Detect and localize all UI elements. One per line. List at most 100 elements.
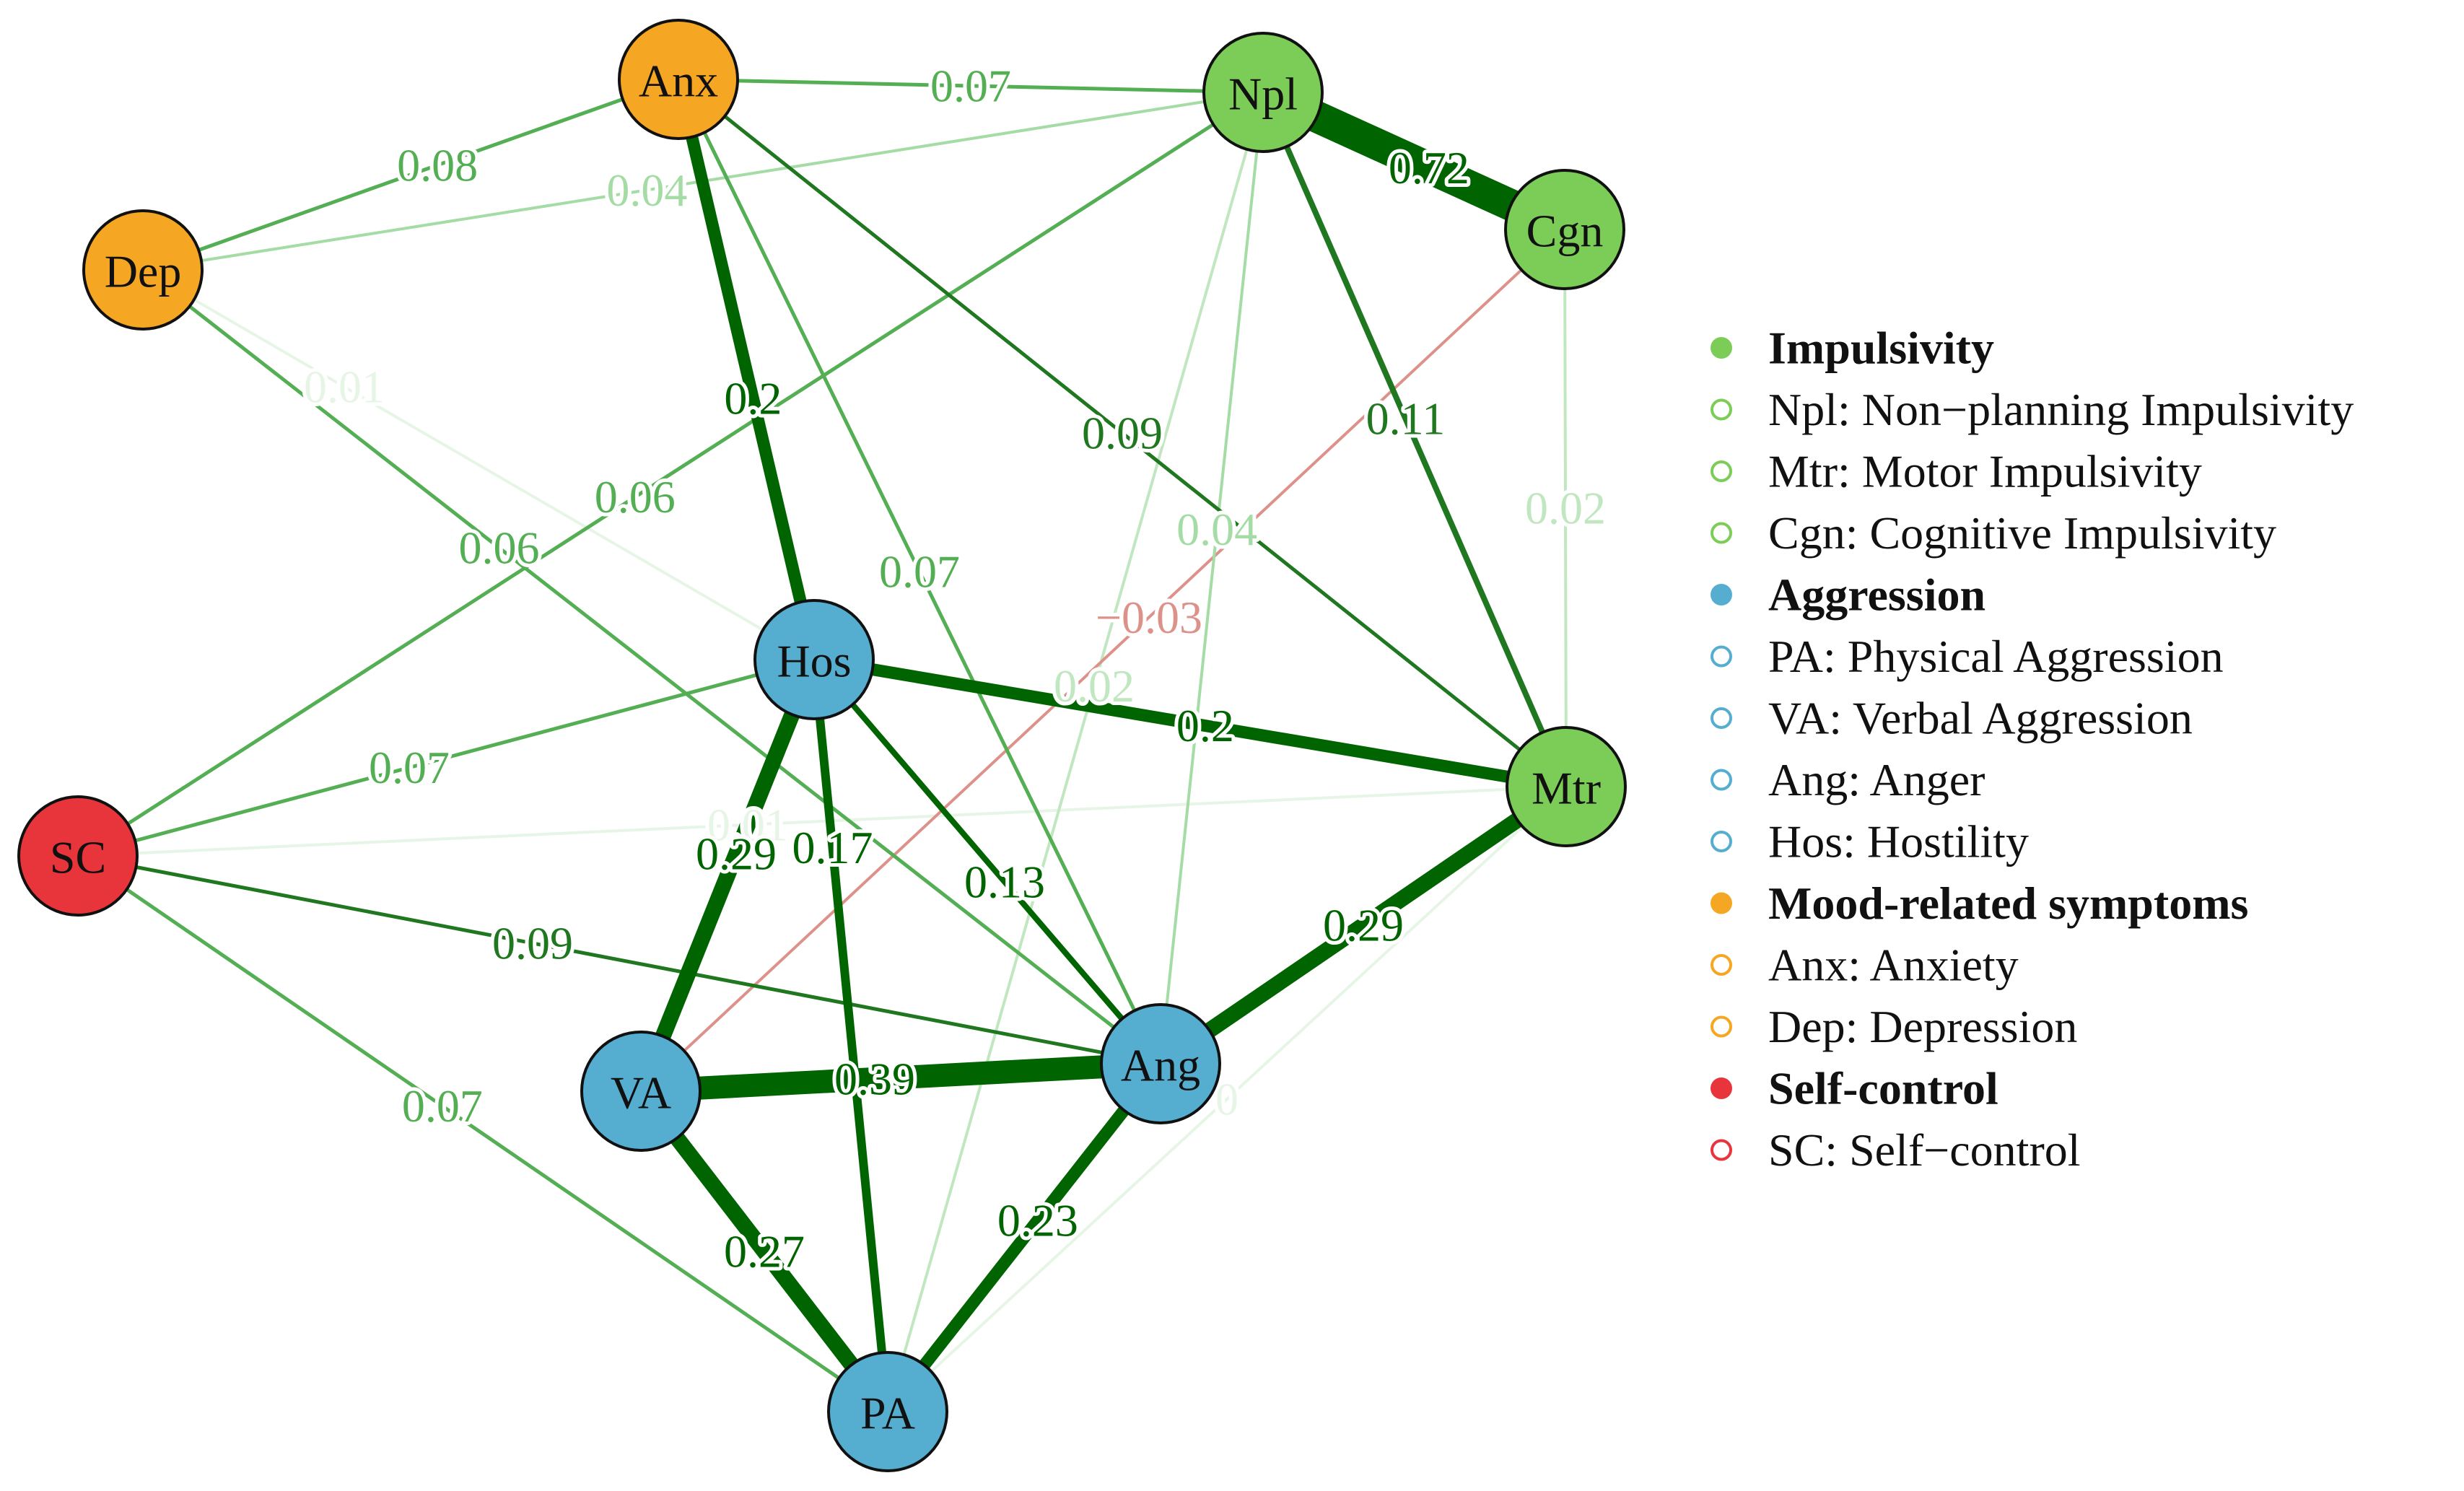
node-dep: Dep: [82, 209, 204, 331]
legend-hollow-dot: [1711, 645, 1732, 668]
legend-hollow-dot: [1711, 398, 1732, 421]
edge-weight-label: 0.07: [402, 1080, 483, 1132]
edge-ang-pa: [883, 1059, 1166, 1416]
edges-layer: 0 0.01 0.01 0.02 0.02 −0.03 0.04 0.04 0.06 0.06 0.…: [77, 57, 1609, 1417]
legend-label: Dep: Depression: [1768, 1001, 2077, 1052]
legend-label: Ang: Anger: [1768, 754, 1985, 805]
edge-weight-label: 0.08: [397, 139, 478, 191]
node-label: PA: [860, 1388, 915, 1439]
legend-hollow-dot: [1711, 460, 1732, 482]
node-circle: [827, 1351, 948, 1472]
edge-weight-label: 0.72: [1389, 142, 1469, 193]
node-ang: Ang: [1100, 1003, 1221, 1124]
edge-weight-label: 0.04: [606, 165, 687, 216]
edge-anx-npl: [678, 77, 1264, 95]
legend-item: Ang: Anger: [1711, 754, 1985, 805]
edge-weight-label: 0.01: [304, 362, 385, 413]
legend-group-aggression: Aggression: [1711, 569, 1985, 621]
legend-item: SC: Self−control: [1711, 1124, 2081, 1176]
legend-label: Mood-related symptoms: [1768, 878, 2248, 929]
legend-label: Npl: Non−planning Impulsivity: [1768, 384, 2354, 435]
node-mtr: Mtr: [1506, 726, 1627, 847]
edge-weight-label: 0.02: [1525, 483, 1606, 534]
legend-filled-dot: [1711, 892, 1732, 914]
edge-weight-label: 0.07: [930, 61, 1011, 112]
edge-weight-label: 0.04: [1176, 504, 1257, 555]
edge-hos-va: [633, 656, 822, 1095]
node-circle: [1202, 32, 1324, 153]
edge-npl-ang: [1159, 92, 1264, 1064]
edge-weight-label: 0.02: [1054, 660, 1135, 712]
edge-weight-label: 0.07: [369, 742, 450, 793]
node-label: Cgn: [1526, 206, 1604, 257]
edge-sc-hos: [77, 657, 815, 858]
node-circle: [1504, 169, 1625, 290]
edge-sc-ang: [77, 854, 1161, 1066]
edge-sc-mtr: [77, 785, 1567, 857]
legend-hollow-dot: [1711, 522, 1732, 544]
edge-sc-npl: [77, 90, 1264, 858]
node-label: VA: [611, 1067, 671, 1119]
edge-weight-labels: 0 0.01 0.01 0.02 0.02 −0.03 0.04 0.04 0.06 0.06 0.…: [300, 57, 1609, 1281]
legend-hollow-dot: [1711, 954, 1732, 976]
node-circle: [82, 209, 204, 331]
edge-mtr-pa: [886, 785, 1568, 1413]
legend-label: Mtr: Motor Impulsivity: [1768, 446, 2202, 497]
edge-weight-label: −0.03: [1096, 592, 1202, 643]
legend-label: Cgn: Cognitive Impulsivity: [1768, 507, 2276, 559]
legend-label: Self-control: [1768, 1063, 1998, 1114]
node-circle: [1100, 1003, 1221, 1124]
legend-hollow-dot: [1711, 1139, 1732, 1161]
node-circle: [580, 1031, 702, 1152]
legend-hollow-dot: [1711, 707, 1732, 729]
legend-item: Dep: Depression: [1711, 1001, 2077, 1052]
edge-weight-label: 0.27: [724, 1226, 805, 1277]
node-label: Mtr: [1532, 763, 1601, 814]
node-label: Dep: [105, 246, 182, 297]
node-npl: Npl: [1202, 32, 1324, 153]
node-circle: [618, 19, 739, 140]
node-hos: Hos: [753, 599, 875, 720]
node-va: VA: [580, 1031, 702, 1152]
legend-item: Npl: Non−planning Impulsivity: [1711, 384, 2354, 435]
edge-weight-label: 0.2: [724, 373, 782, 424]
edge-weight-label: 0.29: [696, 828, 777, 880]
edge-anx-ang: [676, 78, 1163, 1065]
legend-item: PA: Physical Aggression: [1711, 631, 2224, 682]
edge-weight-label: 0: [1215, 1074, 1238, 1125]
node-label: Hos: [777, 636, 851, 687]
edge-hos-mtr: [813, 653, 1568, 793]
edge-dep-hos: [141, 268, 816, 661]
edge-weight-label: 0.01: [707, 799, 788, 850]
edge-weight-label: 0.06: [595, 471, 676, 522]
node-label: Npl: [1228, 69, 1298, 120]
edge-anx-dep: [142, 77, 679, 272]
edge-weight-label: 0.23: [997, 1194, 1078, 1246]
node-anx: Anx: [618, 19, 739, 140]
node-circle: [1506, 726, 1627, 847]
edge-hos-pa: [810, 659, 892, 1412]
legend-item: Mtr: Motor Impulsivity: [1711, 446, 2202, 497]
edge-weight-label: 0.06: [459, 522, 540, 574]
edge-weight-label: 0.2: [1176, 700, 1234, 751]
edge-npl-mtr: [1260, 91, 1569, 788]
node-sc: SC: [17, 795, 139, 917]
node-cgn: Cgn: [1504, 169, 1625, 290]
edge-npl-pa: [886, 92, 1264, 1412]
edge-weight-label: 0.29: [1323, 900, 1404, 951]
edge-weight-label: 0.11: [1366, 393, 1446, 445]
legend-label: Anx: Anxiety: [1768, 940, 2019, 991]
legend-hollow-dot: [1711, 831, 1732, 852]
edge-weight-label: 0.07: [879, 546, 960, 598]
edge-hos-ang: [811, 657, 1163, 1066]
legend-filled-dot: [1711, 1077, 1732, 1099]
legend-label: Aggression: [1768, 569, 1985, 621]
legend-group-mood: Mood-related symptoms: [1711, 878, 2248, 929]
edge-weight-label: 0.09: [1082, 408, 1163, 459]
legend-label: SC: Self−control: [1768, 1124, 2081, 1176]
edge-cgn-va: [639, 228, 1566, 1093]
